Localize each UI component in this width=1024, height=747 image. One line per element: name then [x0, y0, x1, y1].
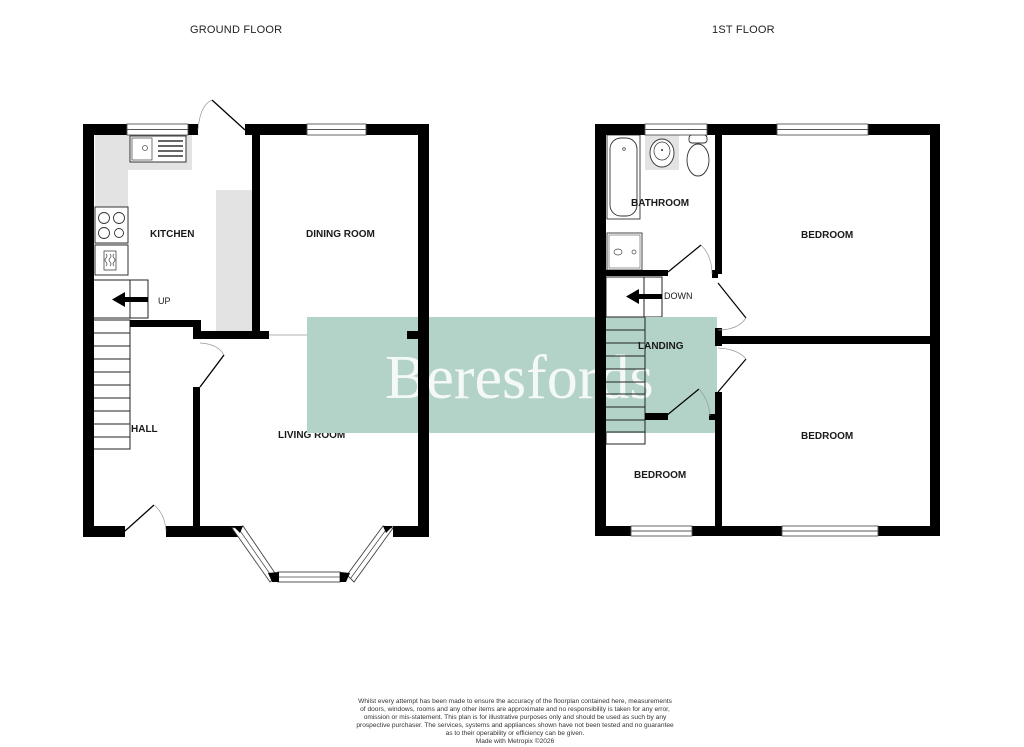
first-floor-title: 1ST FLOOR: [712, 24, 775, 36]
down-label: DOWN: [664, 291, 693, 301]
first-stair-treads: [606, 316, 646, 445]
shower-icon: [606, 232, 643, 271]
sink-icon: [129, 135, 187, 163]
ground-doors: [124, 99, 246, 532]
disclaimer: Whilst every attempt has been made to en…: [330, 698, 700, 746]
disclaimer-line: of doors, windows, rooms and any other i…: [360, 706, 670, 713]
up-arrow-icon: [112, 292, 148, 307]
dining-room-label: DINING ROOM: [306, 229, 375, 240]
ground-floor-title: GROUND FLOOR: [190, 24, 283, 36]
down-arrow-icon: [626, 289, 662, 304]
living-room-label: LIVING ROOM: [278, 430, 345, 441]
first-doors: [665, 244, 747, 417]
bath-icon: [606, 134, 641, 220]
first-windows: [630, 123, 879, 537]
hob-icon: [94, 206, 129, 244]
bedroom-front-small-label: BEDROOM: [634, 470, 686, 481]
disclaimer-line: prospective purchaser. The services, sys…: [356, 722, 674, 729]
metropix-credit: Made with Metropix ©2026: [475, 738, 555, 745]
appliance-icon: [94, 244, 129, 276]
bathroom-label: BATHROOM: [631, 198, 689, 209]
first-floor-plan: Beresfords: [307, 123, 940, 537]
watermark-text: Beresfords: [385, 344, 654, 412]
bay-window: [231, 525, 394, 583]
basin-icon: [649, 138, 675, 168]
ground-walls-over-watermark: [407, 317, 606, 433]
bedroom-rear-label: BEDROOM: [801, 230, 853, 241]
landing-label: LANDING: [638, 341, 684, 352]
bedroom-front-large-label: BEDROOM: [801, 431, 853, 442]
disclaimer-line: Whilst every attempt has been made to en…: [358, 698, 672, 705]
disclaimer-line: as to their operability or efficiency ca…: [445, 730, 585, 737]
disclaimer-line: omission or mis-statement. This plan is …: [363, 714, 667, 721]
kitchen-unit-right: [216, 190, 252, 332]
toilet-icon: [686, 134, 710, 177]
kitchen-label: KITCHEN: [150, 229, 194, 240]
ground-windows: [126, 123, 367, 136]
hall-label: HALL: [131, 424, 158, 435]
up-label: UP: [158, 296, 171, 306]
